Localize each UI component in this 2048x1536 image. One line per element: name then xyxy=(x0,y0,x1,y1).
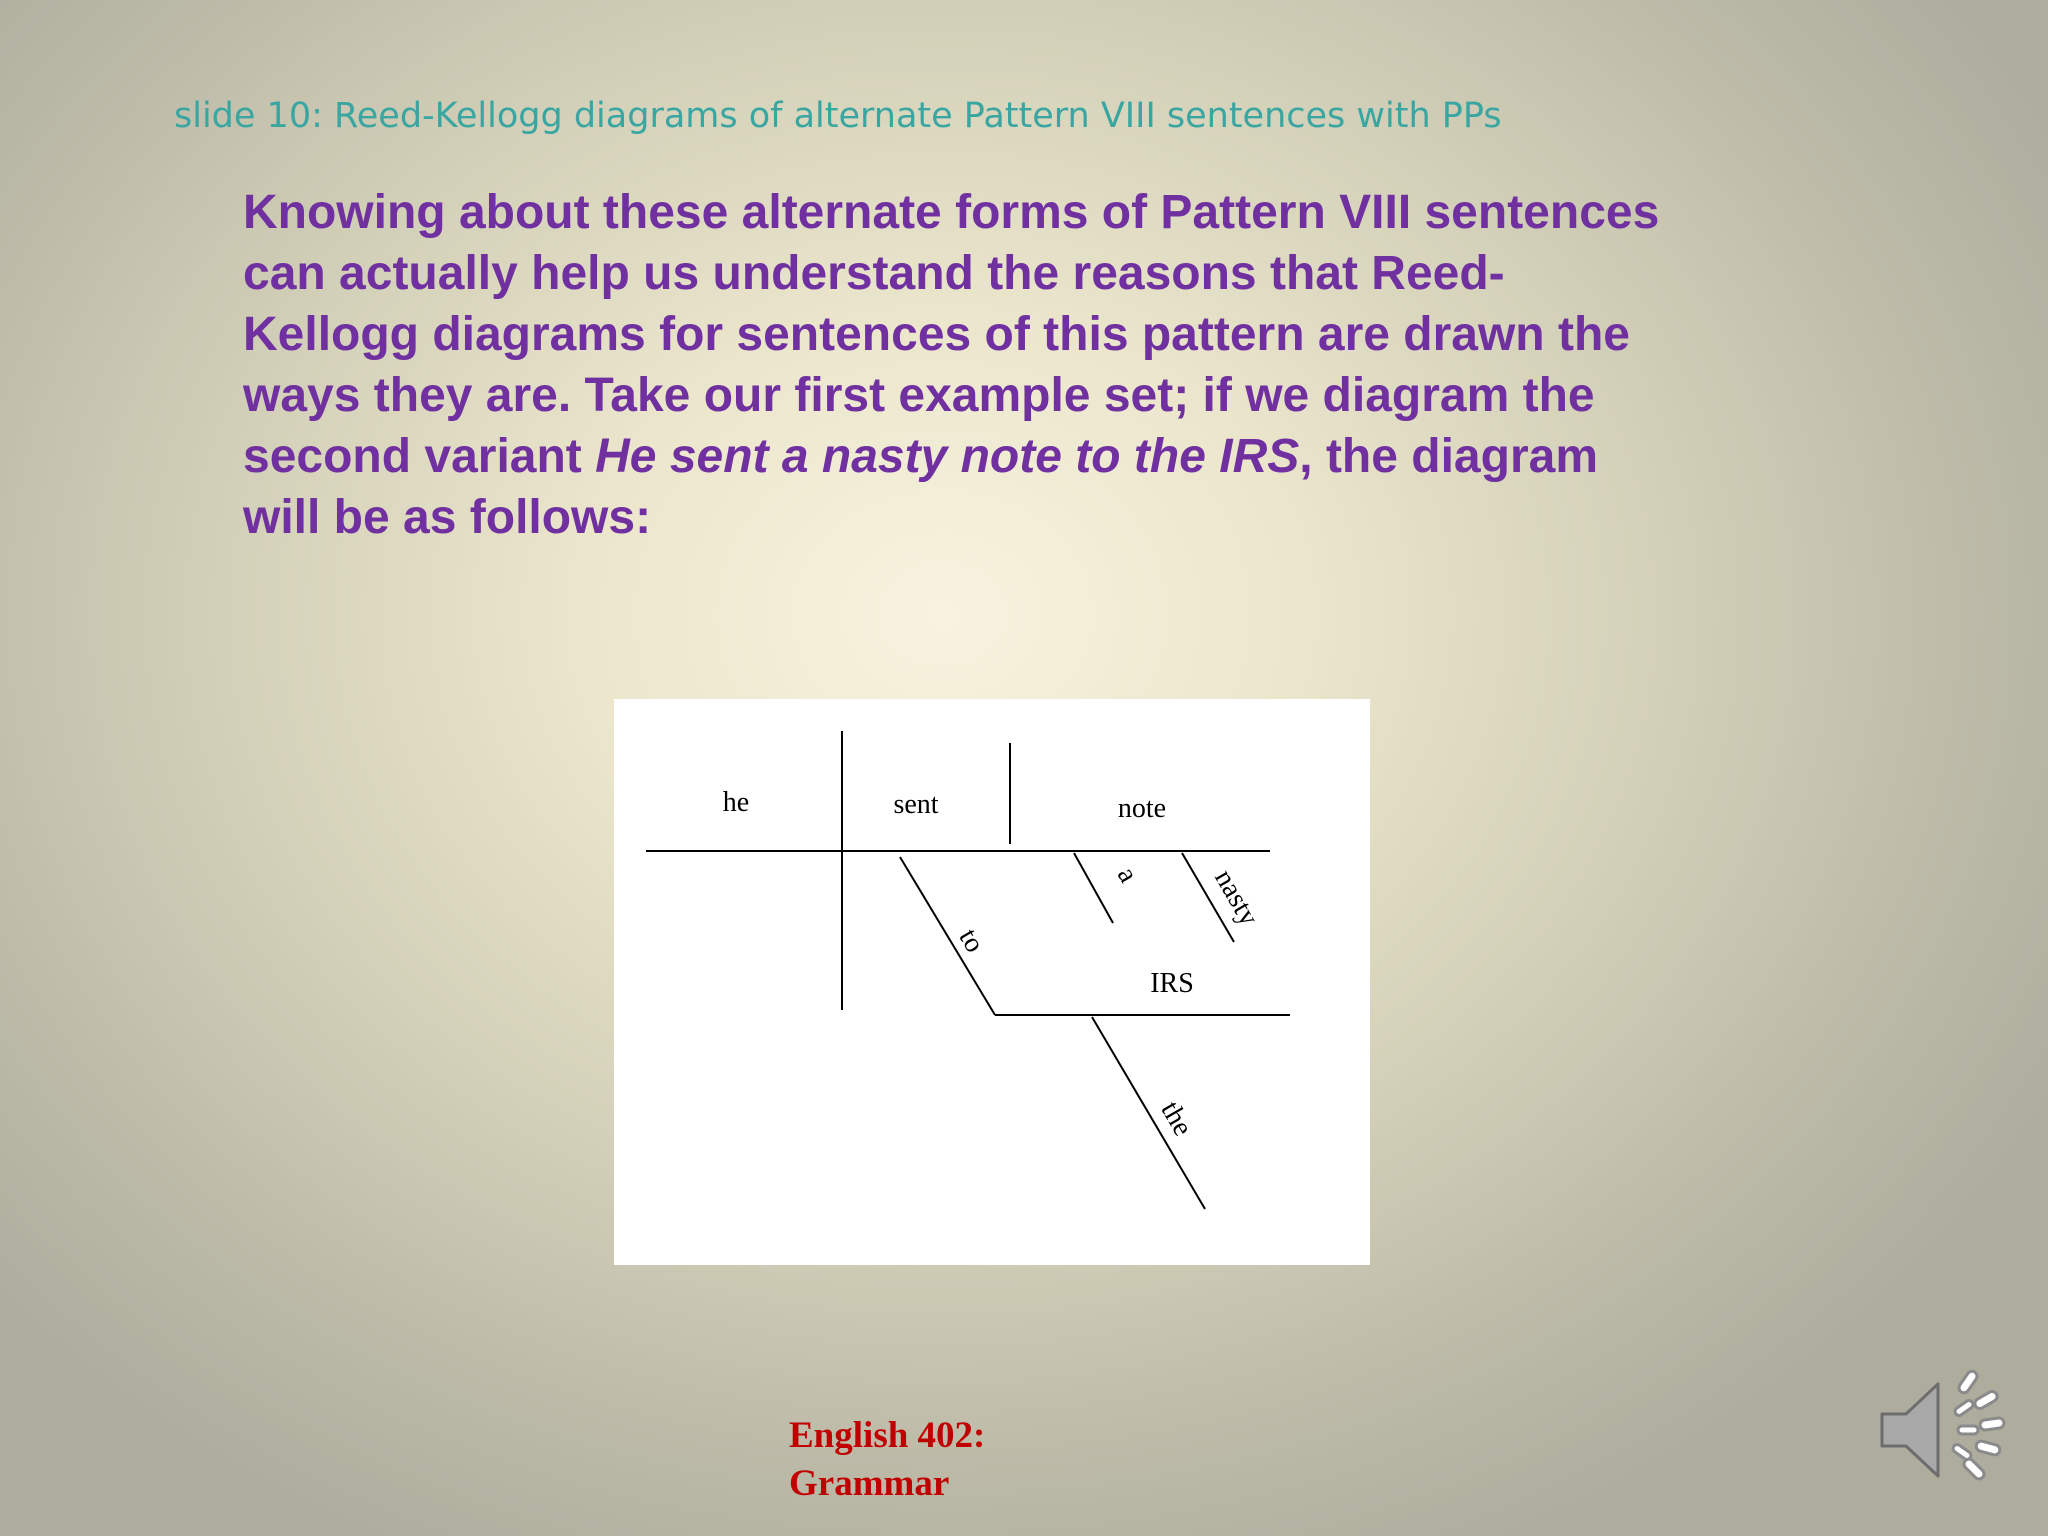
modifier-line-the xyxy=(1091,1016,1206,1210)
footer-line-1: English 402: xyxy=(789,1415,986,1456)
word-he: he xyxy=(723,787,749,818)
preposition-line xyxy=(899,856,996,1016)
body-line-3: Kellogg diagrams for sentences of this p… xyxy=(243,308,1630,361)
reed-kellogg-diagram: he sent note IRS a nasty to the xyxy=(614,699,1370,1265)
course-footer: English 402: Grammar xyxy=(789,1412,985,1508)
word-note: note xyxy=(1118,793,1166,824)
body-line-5-suffix: , the diagram xyxy=(1299,430,1598,483)
body-line-1: Knowing about these alternate forms of P… xyxy=(243,186,1660,239)
body-line-5-prefix: second variant xyxy=(243,430,596,483)
word-sent: sent xyxy=(893,789,938,820)
modifier-line-nasty xyxy=(1181,852,1235,943)
word-irs: IRS xyxy=(1150,968,1194,999)
example-sentence: He sent a nasty note to the IRS xyxy=(595,430,1300,483)
body-line-4: ways they are. Take our first example se… xyxy=(243,369,1595,422)
diagram-canvas: he sent note IRS a nasty to the xyxy=(646,731,1290,1210)
modifier-line-a xyxy=(1073,852,1114,924)
body-line-6: will be as follows: xyxy=(243,491,652,544)
word-a: a xyxy=(1111,862,1144,889)
slide-title: slide 10: Reed-Kellogg diagrams of alter… xyxy=(174,96,1502,136)
footer-line-2: Grammar xyxy=(789,1463,950,1504)
speaker-icon[interactable] xyxy=(1876,1366,2012,1494)
slide-body-text: Knowing about these alternate forms of P… xyxy=(243,182,1803,548)
word-nasty: nasty xyxy=(1208,864,1264,931)
body-line-2: can actually help us understand the reas… xyxy=(243,247,1505,300)
body-line-5: second variant He sent a nasty note to t… xyxy=(243,426,1803,487)
